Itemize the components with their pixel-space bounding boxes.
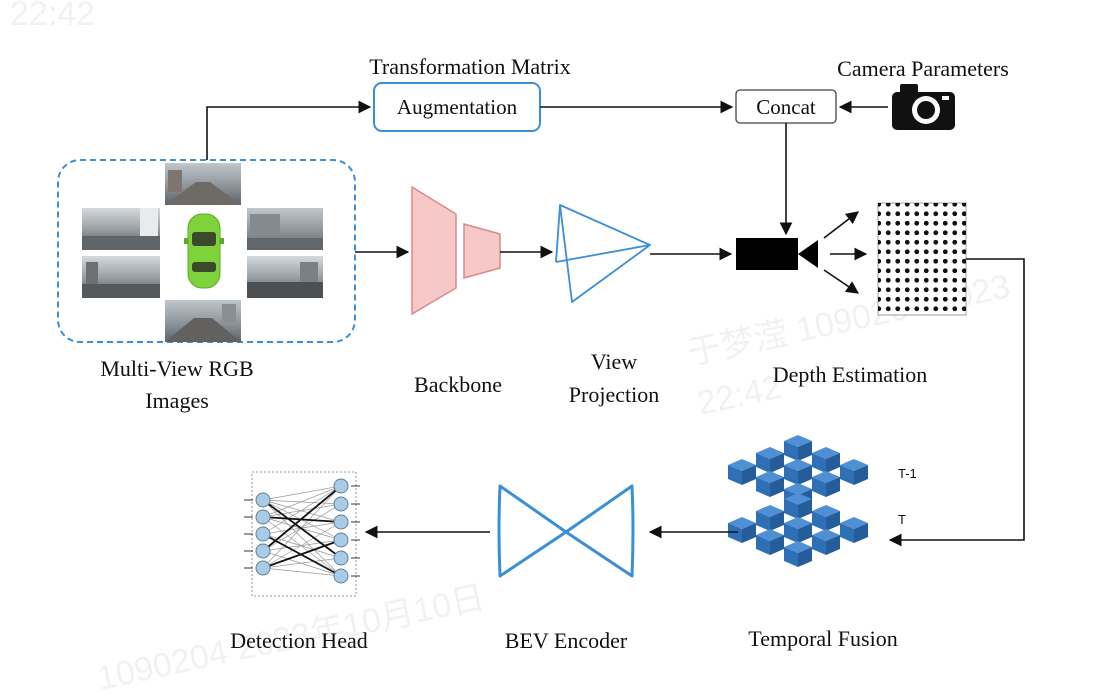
camera-image-back-right xyxy=(247,256,323,298)
view-projection-shape xyxy=(555,204,651,303)
cube-stack-t xyxy=(728,493,868,567)
detection-head-label: Detection Head xyxy=(230,628,367,653)
multi-view-label-line2: Images xyxy=(145,388,209,413)
backbone-shape xyxy=(411,185,501,316)
camera-parameters-label: Camera Parameters xyxy=(837,56,1009,81)
view-label-line2: Projection xyxy=(569,382,659,407)
multi-view-label-line1: Multi-View RGB xyxy=(100,356,253,381)
concat-box: Concat xyxy=(735,89,837,124)
camera-icon xyxy=(892,84,955,130)
multi-view-images xyxy=(57,159,356,343)
camera-image-back-left xyxy=(82,256,160,298)
video-camera-icon xyxy=(736,238,818,270)
augmentation-box: Augmentation xyxy=(373,82,541,132)
depth-estimation-label: Depth Estimation xyxy=(773,362,928,387)
depth-grid xyxy=(877,202,967,316)
bev-encoder-shape xyxy=(497,484,635,578)
t-label: T xyxy=(898,512,906,527)
watermark-text: 22:42 xyxy=(694,368,785,423)
connector-arrows xyxy=(206,100,1025,547)
camera-image-front-left xyxy=(82,208,160,250)
arrow-images-to-augmentation xyxy=(206,100,372,160)
view-label-line1: View xyxy=(591,349,637,374)
temporal-fusion-label: Temporal Fusion xyxy=(748,626,897,651)
car-icon xyxy=(184,213,224,289)
t-minus-1-label: T-1 xyxy=(898,466,917,481)
camera-image-front xyxy=(165,163,241,205)
concat-label: Concat xyxy=(756,95,816,119)
watermark-text: 22:42 xyxy=(10,0,95,33)
temporal-fusion-cubes xyxy=(728,435,868,567)
depth-fan-arrows xyxy=(823,211,868,294)
camera-image-back xyxy=(165,300,241,342)
arrow-depth-to-temporal xyxy=(888,258,1025,547)
camera-image-front-right xyxy=(247,208,323,250)
augmentation-label: Augmentation xyxy=(397,95,518,119)
bev-encoder-label: BEV Encoder xyxy=(505,628,628,653)
transformation-matrix-label: Transformation Matrix xyxy=(369,54,570,79)
backbone-label: Backbone xyxy=(414,372,502,397)
neural-net-icon xyxy=(244,471,360,597)
